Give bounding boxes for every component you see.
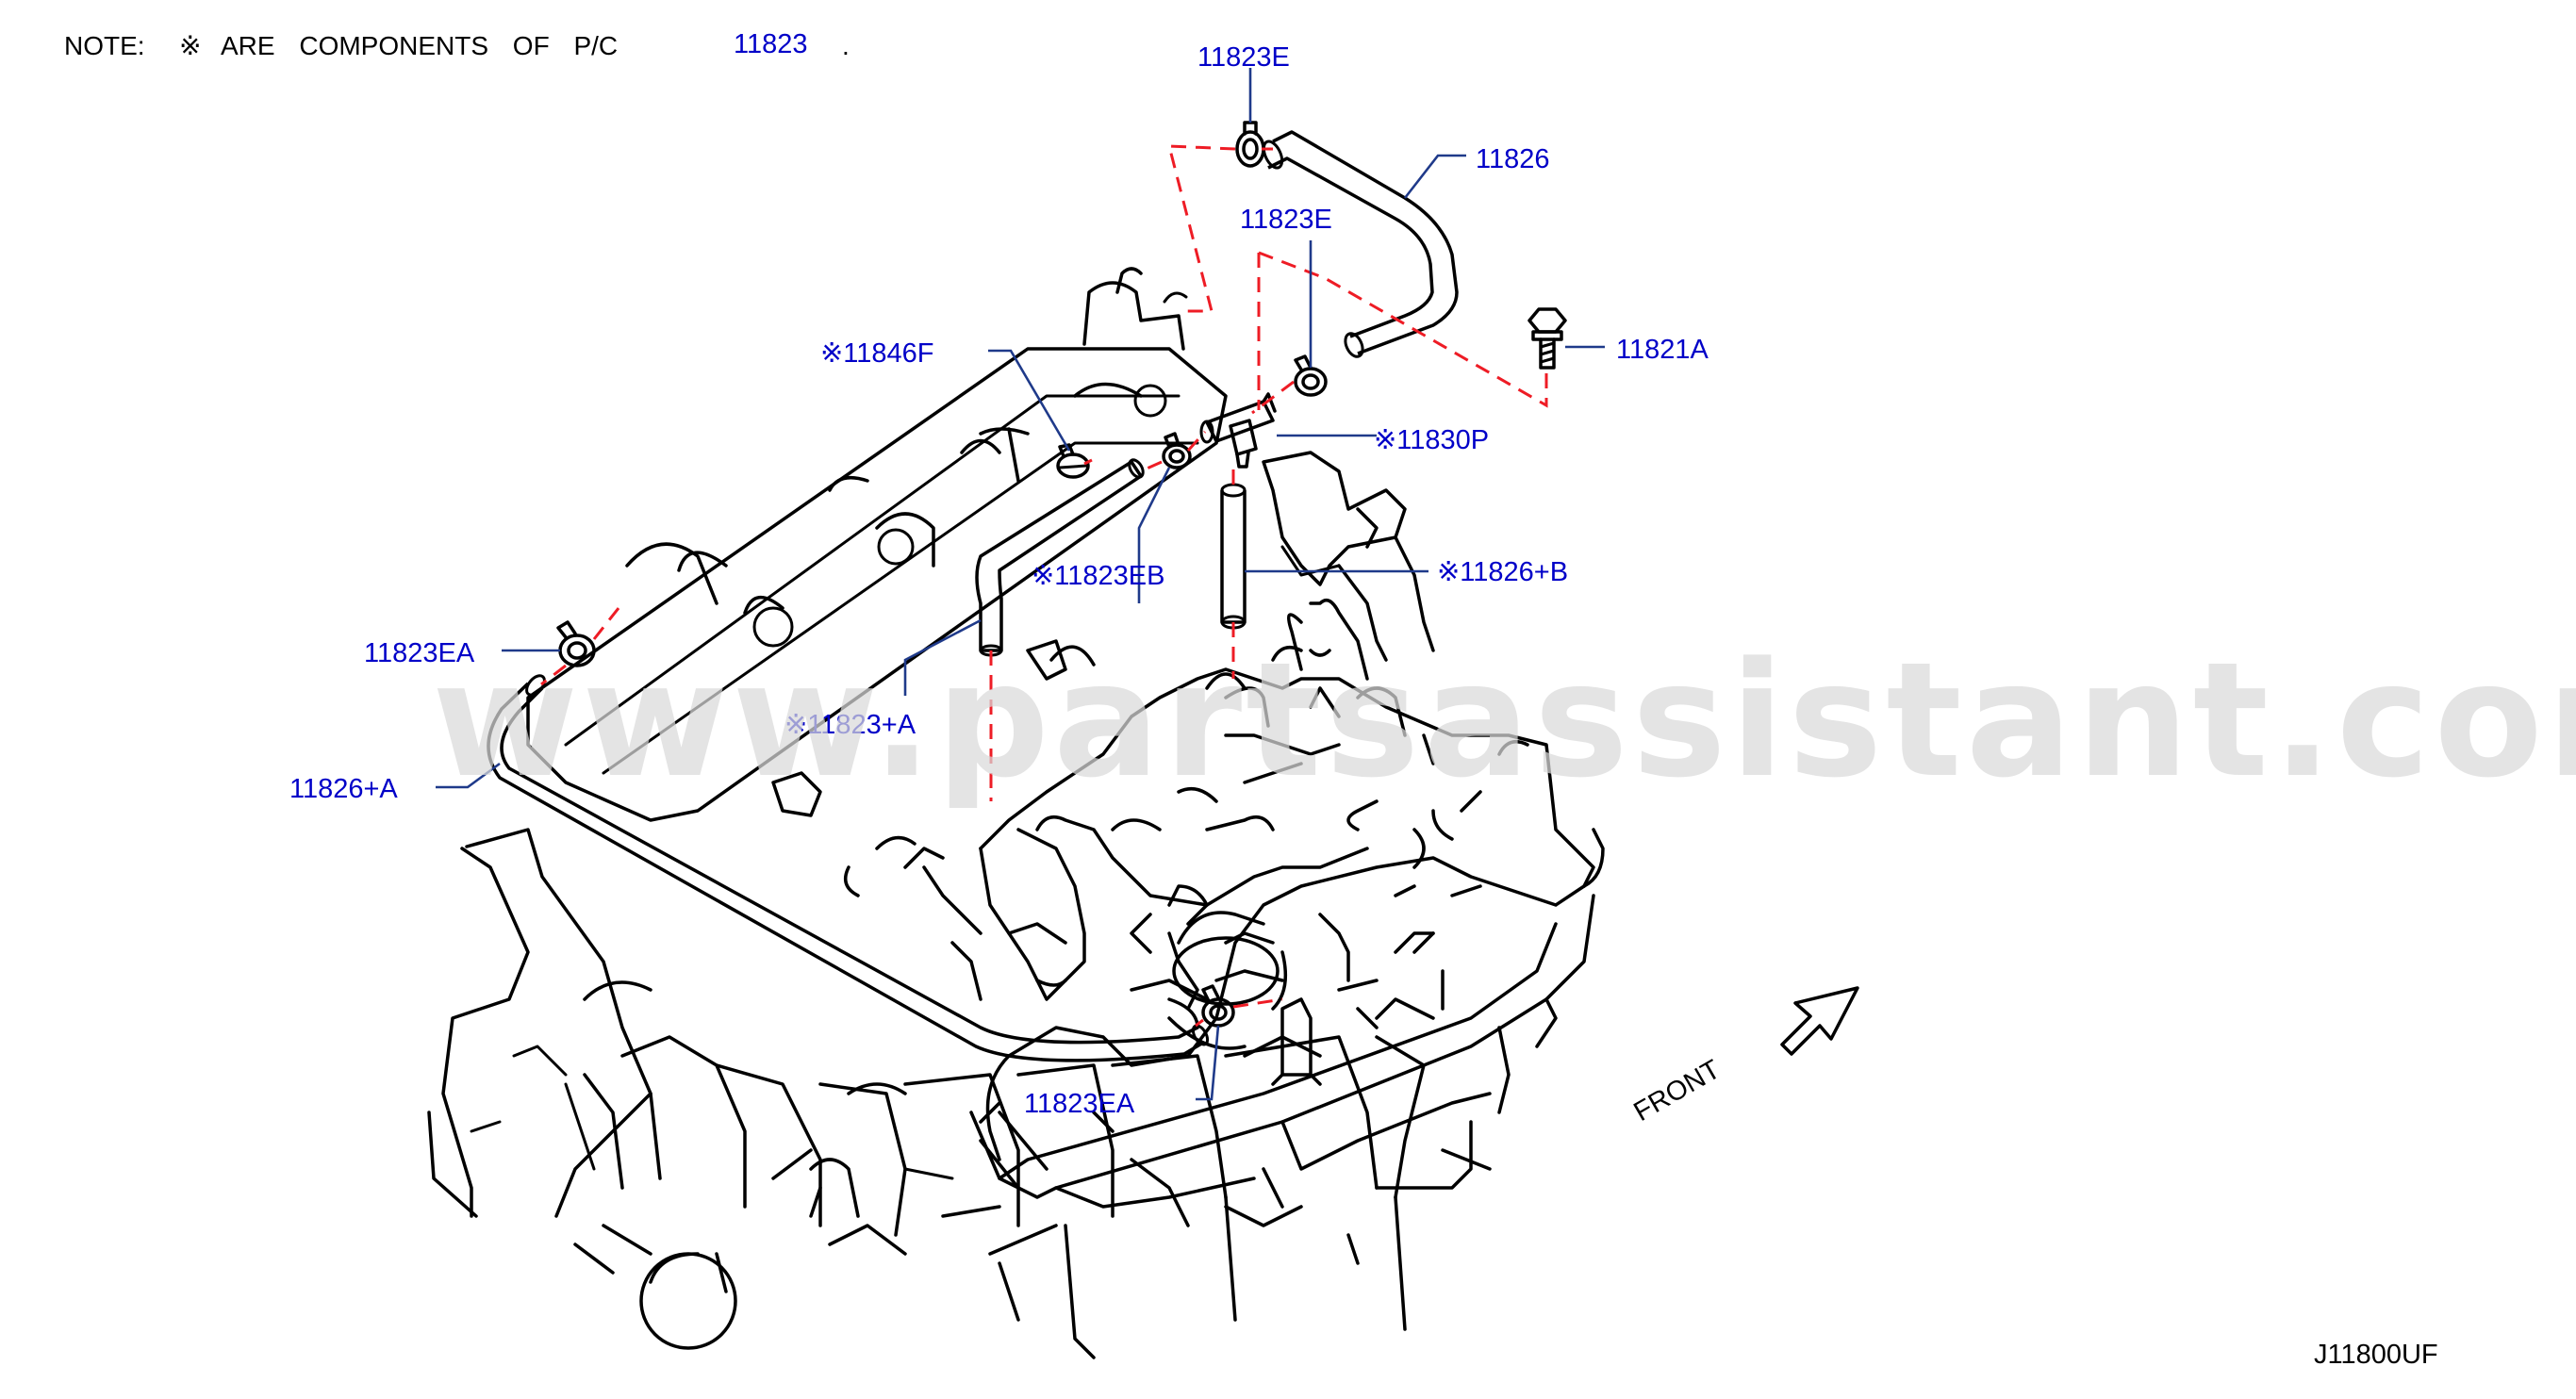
bolt-11821a	[1527, 307, 1567, 370]
connector-11830p	[1199, 392, 1277, 469]
watermark: www.partsassistant.com	[432, 628, 2576, 813]
hose-11823a	[975, 458, 1145, 657]
pcv-nipple-right	[1271, 997, 1322, 1086]
clamp-11823ea-lower	[1201, 984, 1235, 1028]
callout-11830p[interactable]: ※11830P	[1374, 425, 1489, 455]
callout-11846f[interactable]: ※11846F	[820, 338, 934, 369]
front-label: FRONT	[1629, 1054, 1726, 1127]
engine-assembly	[427, 267, 1605, 1359]
note-header: NOTE: ※ ARE COMPONENTS OF P/C 11823 .	[64, 29, 850, 60]
note-mark: ※	[179, 31, 201, 60]
callout-11823eb[interactable]: ※11823EB	[1032, 561, 1164, 591]
clamp-11823e-mid	[1294, 354, 1328, 397]
collector	[969, 894, 1595, 1227]
clamp-11846f	[1056, 443, 1090, 479]
throttle-body	[1167, 884, 1288, 1011]
callout-11823e-upper[interactable]: 11823E	[1197, 42, 1290, 73]
note-prefix: NOTE:	[64, 31, 145, 60]
diagram-code: J11800UF	[2314, 1340, 2438, 1370]
callout-labels: 11823E 11826 11823E 11821A ※11846F ※1183…	[289, 42, 1709, 1119]
callout-11826a[interactable]: 11826+A	[289, 774, 398, 804]
note-text: ARE COMPONENTS OF P/C	[221, 31, 618, 60]
clamp-11823e-upper	[1235, 121, 1265, 168]
callout-11826b[interactable]: ※11826+B	[1437, 557, 1568, 587]
hose-11826b	[1220, 483, 1247, 630]
hose-11826	[1262, 130, 1459, 358]
note-period: .	[842, 31, 850, 60]
callout-11823ea-left[interactable]: 11823EA	[364, 638, 475, 668]
engine-block	[427, 828, 1492, 1359]
note-pc-number[interactable]: 11823	[734, 29, 808, 59]
callout-11826[interactable]: 11826	[1476, 144, 1550, 174]
bracket-right	[1262, 451, 1435, 662]
front-arrow-icon	[1780, 986, 1859, 1056]
leader-lines	[436, 68, 1605, 1101]
front-indicator: FRONT	[1629, 986, 1859, 1127]
callout-11823a[interactable]: ※11823+A	[784, 710, 916, 740]
valve-cover	[526, 267, 1228, 822]
callout-11823ea-lower[interactable]: 11823EA	[1024, 1089, 1135, 1119]
callout-11821a[interactable]: 11821A	[1616, 335, 1709, 365]
callout-11823e-mid[interactable]: 11823E	[1240, 205, 1332, 235]
hose-11826a	[487, 674, 1210, 1062]
clamp-11823eb	[1162, 432, 1192, 469]
dashed-links	[540, 144, 1548, 1028]
